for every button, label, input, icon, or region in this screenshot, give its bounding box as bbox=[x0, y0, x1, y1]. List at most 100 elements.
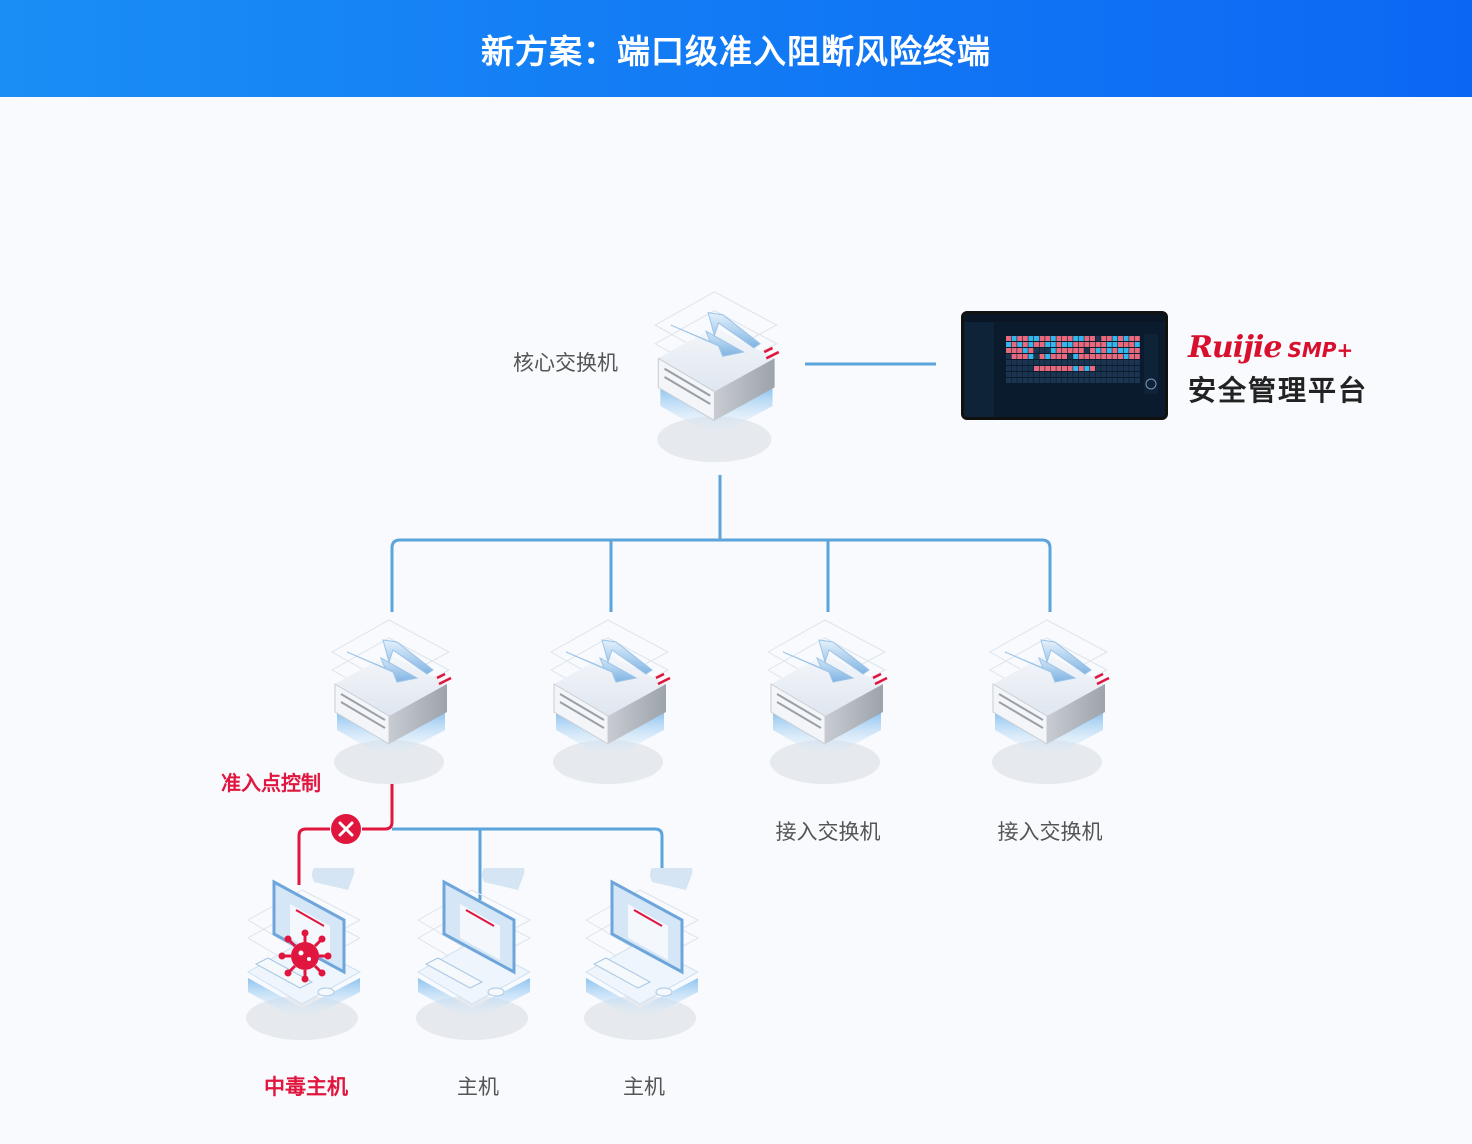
dashboard-cell bbox=[1011, 378, 1017, 383]
dashboard-cell bbox=[1101, 372, 1107, 377]
dashboard-cell bbox=[1129, 348, 1135, 353]
dashboard-cell bbox=[1011, 366, 1017, 371]
dashboard-cell bbox=[1045, 342, 1051, 347]
dashboard-cell bbox=[1106, 366, 1112, 371]
dashboard-cell bbox=[1134, 372, 1140, 377]
dashboard-cell bbox=[1062, 342, 1067, 347]
dashboard-cell bbox=[1118, 354, 1123, 359]
dashboard-cell bbox=[1129, 354, 1135, 359]
dashboard-cell bbox=[1050, 372, 1056, 377]
dashboard-cell bbox=[1129, 336, 1135, 341]
dashboard-cell bbox=[1062, 336, 1067, 341]
dashboard-cell bbox=[1118, 336, 1123, 341]
dashboard-cell bbox=[1129, 372, 1135, 377]
dashboard-cell bbox=[1073, 348, 1079, 353]
dashboard-cell bbox=[1123, 366, 1129, 371]
dashboard-cell bbox=[1034, 360, 1039, 365]
dashboard-cell bbox=[1056, 366, 1062, 371]
dashboard-cell bbox=[1095, 348, 1101, 353]
access-switch-1 bbox=[330, 618, 453, 786]
dashboard-cell bbox=[1073, 342, 1079, 347]
dashboard-cell bbox=[1011, 372, 1017, 377]
dashboard-cell bbox=[1123, 342, 1129, 347]
dashboard-cell bbox=[1129, 342, 1135, 347]
dashboard-cell bbox=[1067, 372, 1073, 377]
dashboard-cell bbox=[1011, 342, 1017, 347]
dashboard-cell bbox=[1039, 366, 1045, 371]
dashboard-cell bbox=[1090, 348, 1095, 353]
dashboard-cell bbox=[1028, 366, 1034, 371]
dashboard-cell bbox=[1123, 372, 1129, 377]
dashboard-cell bbox=[1067, 360, 1073, 365]
dashboard-cell bbox=[1078, 360, 1084, 365]
dashboard-cell bbox=[1101, 336, 1107, 341]
dashboard-cell bbox=[1123, 336, 1129, 341]
dashboard-cell bbox=[1073, 378, 1079, 383]
dashboard-cell bbox=[1084, 348, 1090, 353]
dashboard-cell bbox=[1134, 366, 1140, 371]
dashboard-cell bbox=[1017, 342, 1023, 347]
dashboard-cell bbox=[1039, 378, 1045, 383]
dashboard-heatmap bbox=[964, 314, 1165, 417]
dashboard-cell bbox=[1095, 378, 1101, 383]
dashboard-cell bbox=[1062, 378, 1067, 383]
dashboard-cell bbox=[1084, 336, 1090, 341]
dashboard-cell bbox=[1106, 348, 1112, 353]
dashboard-cell bbox=[1118, 372, 1123, 377]
dashboard-cell bbox=[1073, 336, 1079, 341]
dashboard-cell bbox=[1045, 360, 1051, 365]
dashboard-cell bbox=[1118, 348, 1123, 353]
dashboard-cell bbox=[1095, 354, 1101, 359]
dashboard-cell bbox=[1078, 342, 1084, 347]
dashboard-cell bbox=[1039, 348, 1045, 353]
dashboard-cell bbox=[1006, 366, 1011, 371]
dashboard-cell bbox=[1106, 342, 1112, 347]
dashboard-cell bbox=[1073, 354, 1079, 359]
dashboard-cell bbox=[1022, 378, 1028, 383]
dashboard-cell bbox=[1039, 372, 1045, 377]
dashboard-cell bbox=[1022, 342, 1028, 347]
dashboard-cell bbox=[1028, 348, 1034, 353]
dashboard-cell bbox=[1067, 342, 1073, 347]
control-point-label: 准入点控制 bbox=[221, 771, 321, 795]
dashboard-cell bbox=[1095, 360, 1101, 365]
dashboard-cell bbox=[1106, 378, 1112, 383]
dashboard-cell bbox=[1050, 366, 1056, 371]
dashboard-cell bbox=[1017, 372, 1023, 377]
dashboard-cell bbox=[1078, 354, 1084, 359]
host-3-label: 主机 bbox=[623, 1075, 665, 1099]
dashboard-cell bbox=[1039, 342, 1045, 347]
dashboard-cell bbox=[1006, 342, 1011, 347]
brand-logo: Ruijie bbox=[1188, 330, 1282, 365]
dashboard-cell bbox=[1022, 348, 1028, 353]
dashboard-cell bbox=[1006, 354, 1011, 359]
dashboard-cell bbox=[1129, 366, 1135, 371]
dashboard-cell bbox=[1056, 336, 1062, 341]
dashboard-cell bbox=[1095, 336, 1101, 341]
dashboard-cell bbox=[1084, 372, 1090, 377]
dashboard-cell bbox=[1129, 360, 1135, 365]
dashboard-cell bbox=[1112, 378, 1118, 383]
dashboard-cell bbox=[1034, 354, 1039, 359]
dashboard-cell bbox=[1078, 348, 1084, 353]
link-trunk bbox=[390, 538, 1052, 612]
dashboard-cell bbox=[1095, 372, 1101, 377]
dashboard-cell bbox=[1017, 348, 1023, 353]
access-switch-2 bbox=[549, 618, 672, 786]
dashboard-cell bbox=[1028, 378, 1034, 383]
dashboard-cell bbox=[1084, 366, 1090, 371]
dashboard-cell bbox=[1017, 354, 1023, 359]
dashboard-cell bbox=[1106, 354, 1112, 359]
dashboard-cell bbox=[1045, 336, 1051, 341]
dashboard-cell bbox=[1056, 354, 1062, 359]
dashboard-cell bbox=[1084, 342, 1090, 347]
dashboard-cell bbox=[1090, 336, 1095, 341]
dashboard-cell bbox=[1067, 378, 1073, 383]
dashboard-cell bbox=[1129, 378, 1135, 383]
dashboard-cell bbox=[1118, 342, 1123, 347]
dashboard-cell bbox=[1062, 348, 1067, 353]
dashboard-cell bbox=[1118, 378, 1123, 383]
dashboard-cell bbox=[1022, 354, 1028, 359]
dashboard-cell bbox=[1017, 360, 1023, 365]
